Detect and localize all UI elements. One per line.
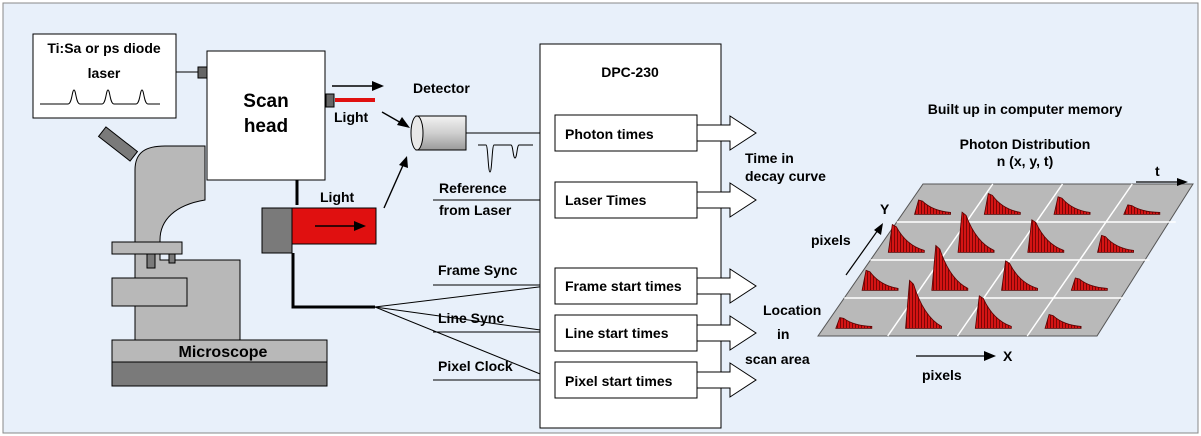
svg-text:Line start times: Line start times bbox=[565, 325, 669, 341]
pixels-left-label: pixels bbox=[811, 232, 851, 248]
svg-text:Photon times: Photon times bbox=[565, 126, 654, 142]
microscope-side-port bbox=[261, 207, 293, 254]
time-in-line2: decay curve bbox=[745, 168, 826, 184]
dpc-block-line bbox=[554, 314, 698, 352]
scan-head-port bbox=[325, 93, 335, 108]
reference-line1: Reference bbox=[439, 180, 507, 196]
time-in-line1: Time in bbox=[745, 150, 794, 166]
pixel-grid bbox=[817, 183, 1194, 337]
decay-histogram bbox=[887, 223, 925, 253]
location-line3: scan area bbox=[745, 351, 810, 367]
reference-line2: from Laser bbox=[439, 202, 512, 218]
dpc-block-laser bbox=[554, 181, 698, 219]
microscope: Microscope bbox=[97, 126, 328, 387]
light-label-lower: Light bbox=[320, 189, 355, 205]
decay-histogram bbox=[1027, 219, 1065, 253]
scan-head-line2: head bbox=[244, 116, 288, 137]
microscope-label: Microscope bbox=[179, 344, 268, 361]
pixels-bottom-label: pixels bbox=[922, 367, 962, 383]
dpc-block-pixel bbox=[554, 361, 698, 399]
pixel-clock-label: Pixel Clock bbox=[438, 358, 513, 374]
scan-head-line1: Scan bbox=[243, 91, 288, 112]
distribution-line2: n (x, y, t) bbox=[997, 153, 1054, 169]
decay-histogram bbox=[1001, 260, 1038, 291]
laser-connector bbox=[197, 66, 208, 79]
microscope-stage bbox=[111, 241, 183, 255]
detector-label: Detector bbox=[413, 80, 470, 96]
microscope-eyepiece bbox=[97, 126, 139, 162]
dpc-230-module: DPC-230 Photon times Laser Times Frame s… bbox=[539, 43, 722, 429]
frame-sync-label: Frame Sync bbox=[438, 262, 518, 278]
grid-line bbox=[1026, 183, 1133, 337]
decay-histogram bbox=[974, 295, 1012, 329]
decay-histogram bbox=[957, 211, 995, 253]
location-line2: in bbox=[777, 326, 789, 342]
axes: t Y pixels X pixels bbox=[811, 163, 1188, 383]
laser-source: Ti:Sa or ps diode laser bbox=[32, 33, 208, 119]
axis-t-label: t bbox=[1155, 163, 1160, 179]
red-light-box: Light bbox=[291, 189, 377, 245]
svg-text:Pixel start times: Pixel start times bbox=[565, 373, 673, 389]
decay-histogram bbox=[931, 244, 969, 291]
signal-cables bbox=[291, 180, 556, 381]
decay-histogram bbox=[835, 317, 873, 329]
output-arrows bbox=[696, 115, 757, 398]
decay-histogram bbox=[1123, 204, 1161, 215]
memory-title: Built up in computer memory bbox=[928, 101, 1123, 117]
decay-histogram bbox=[861, 269, 899, 291]
svg-text:Laser Times: Laser Times bbox=[565, 192, 647, 208]
scan-head: Scan head Light bbox=[206, 50, 384, 181]
microscope-knob bbox=[111, 277, 188, 307]
decay-histogram bbox=[1053, 196, 1091, 215]
laser-label-line1: Ti:Sa or ps diode bbox=[47, 40, 161, 56]
axis-y-label: Y bbox=[880, 201, 890, 217]
decay-histogram bbox=[905, 279, 942, 329]
decay-histogram bbox=[983, 193, 1021, 215]
microscope-base-dark bbox=[111, 359, 328, 387]
decay-histogram bbox=[1097, 234, 1134, 253]
distribution-line1: Photon Distribution bbox=[960, 136, 1091, 152]
laser-pulse-train bbox=[40, 89, 160, 105]
decay-histogram bbox=[914, 199, 951, 215]
detector: Detector bbox=[381, 80, 555, 209]
line-sync-label: Line Sync bbox=[438, 310, 504, 326]
decay-histogram bbox=[1070, 277, 1108, 291]
light-label-upper: Light bbox=[334, 109, 369, 125]
decay-histogram bbox=[1044, 313, 1082, 329]
axis-x-label: X bbox=[1003, 348, 1013, 364]
location-line1: Location bbox=[763, 302, 821, 318]
dpc-title: DPC-230 bbox=[601, 64, 659, 80]
svg-text:Frame start times: Frame start times bbox=[565, 278, 682, 294]
laser-label-line2: laser bbox=[88, 65, 121, 81]
dpc-block-frame bbox=[554, 267, 698, 305]
detector-pulses bbox=[478, 144, 533, 173]
